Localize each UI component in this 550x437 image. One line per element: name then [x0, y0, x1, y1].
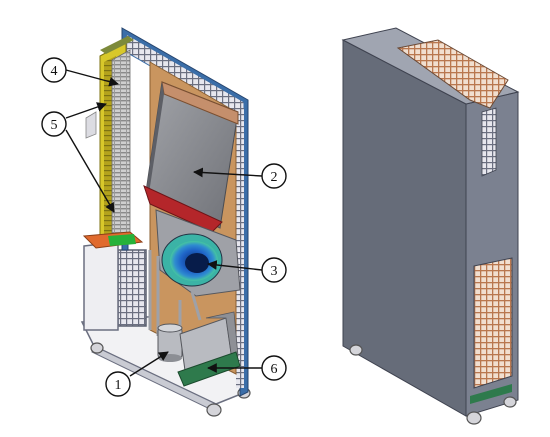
callout-bubble-3: 3 [261, 257, 287, 283]
coil-base-green [108, 234, 136, 246]
coil-top-cap [100, 36, 134, 54]
upper-side-grille [481, 107, 497, 177]
callout-label-4: 4 [51, 64, 58, 79]
lower-side-panel [83, 241, 119, 331]
callout-label-3: 3 [271, 264, 278, 279]
leader-3 [207, 260, 263, 271]
leader-5a [65, 102, 107, 119]
right-column-mesh [236, 108, 244, 388]
leader-5b [65, 129, 115, 213]
cabinet-base-strip [470, 384, 512, 404]
callout-bubble-2: 2 [261, 163, 287, 189]
callout-bubble-6: 6 [261, 355, 287, 381]
coil-fins-inner [111, 49, 131, 237]
callout-bubble-1: 1 [105, 371, 131, 397]
callout-label-1: 1 [115, 378, 122, 393]
top-air-grille [396, 39, 509, 109]
leader-2 [193, 167, 263, 178]
callout-bubble-5: 5 [41, 111, 67, 137]
evaporator-block [145, 81, 239, 229]
cabinet-front-face [342, 39, 467, 417]
callout-label-5: 5 [51, 118, 58, 133]
callout-label-6: 6 [271, 362, 278, 377]
leader-1 [129, 351, 169, 377]
filter-plate [85, 111, 97, 139]
lower-side-grille [117, 249, 147, 327]
callout-label-2: 2 [271, 170, 278, 185]
callout-bubble-4: 4 [41, 57, 67, 83]
cutaway-unit [80, 27, 251, 417]
blower-fan [161, 233, 223, 287]
leader-4 [65, 69, 119, 87]
lower-side-grille-cabinet [473, 257, 513, 389]
closed-cabinet [341, 27, 520, 425]
condenser-coil [99, 36, 134, 241]
callout-leaders [65, 69, 263, 377]
cabinet-casters [349, 344, 517, 425]
